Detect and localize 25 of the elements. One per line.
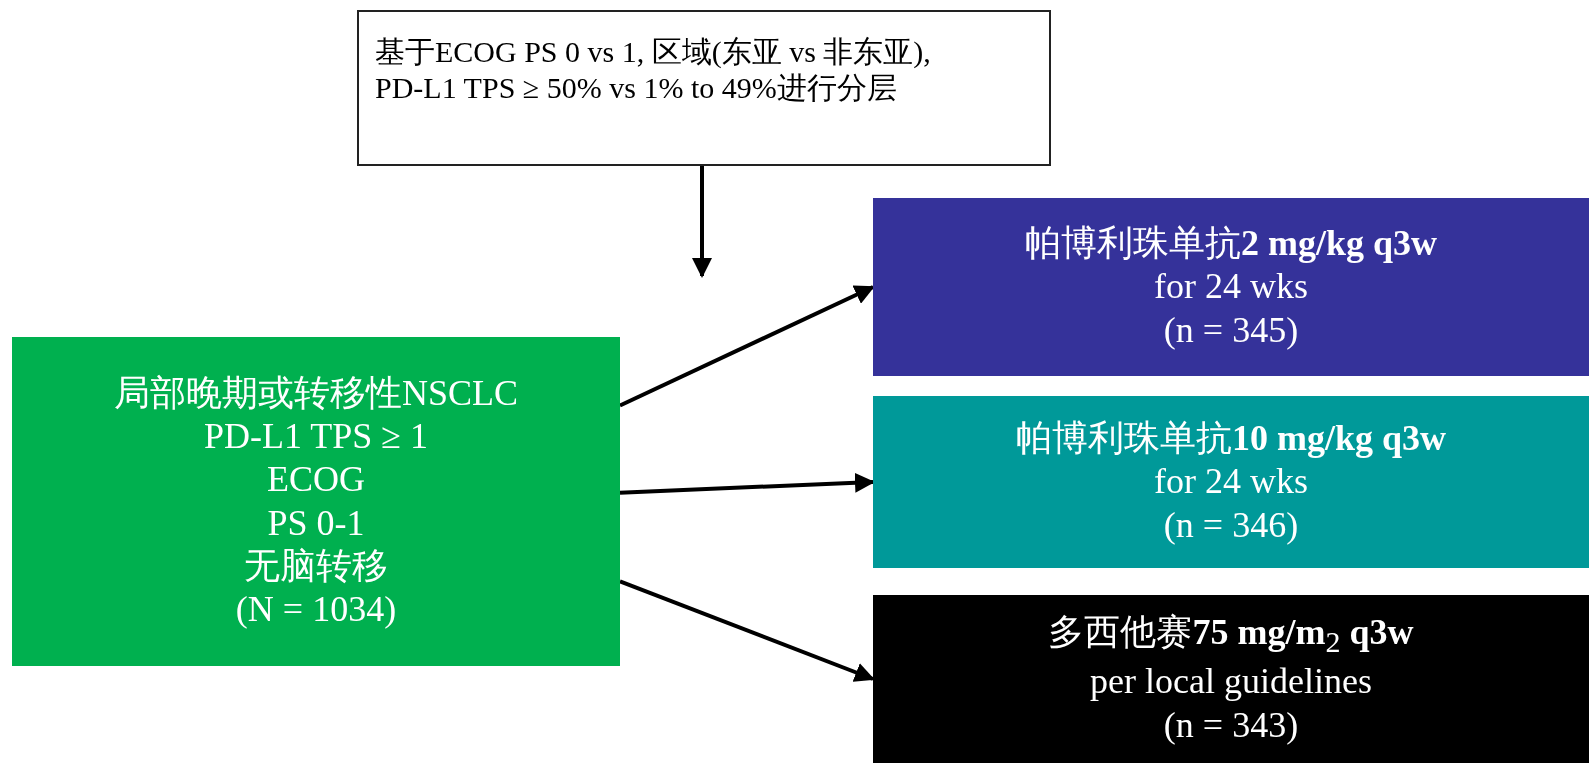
arrow: [619, 285, 875, 408]
stratification-box: [357, 10, 1051, 166]
box-text: for 24 wks: [1154, 265, 1308, 309]
box-text: 帕博利珠单抗2 mg/kg q3w: [1025, 222, 1437, 266]
box-text: for 24 wks: [1154, 460, 1308, 504]
box-text: ECOG: [267, 458, 365, 502]
box-text: (n = 343): [1163, 703, 1299, 747]
box-text: 多西他赛75 mg/m$_{2}$ q3w: [1048, 611, 1414, 661]
box-text: per local guidelines: [1090, 660, 1372, 704]
box-text: PS 0-1: [267, 501, 365, 545]
box-text: 无脑转移: [244, 544, 388, 588]
arrow: [619, 472, 875, 495]
box-text: (n = 346): [1163, 503, 1299, 547]
population-box: [12, 337, 620, 666]
box-text: 帕博利珠单抗10 mg/kg q3w: [1016, 417, 1446, 461]
arrow: [692, 166, 712, 278]
box-text: 基于ECOG PS 0 vs 1, 区域(东亚 vs 非东亚), PD-L1 TPS ≥ 50% vs 1% to 49%进行分层: [375, 34, 932, 106]
box-text: (n = 345): [1163, 308, 1299, 352]
box-text: (N = 1034): [235, 587, 397, 631]
box-text: 局部晚期或转移性NSCLC: [113, 371, 518, 415]
treatment-arm-box: [873, 198, 1589, 376]
treatment-arm-box: [873, 595, 1589, 763]
box-text: PD-L1 TPS ≥ 1: [203, 415, 429, 459]
treatment-arm-box: [873, 396, 1589, 568]
arrow: [619, 579, 875, 682]
